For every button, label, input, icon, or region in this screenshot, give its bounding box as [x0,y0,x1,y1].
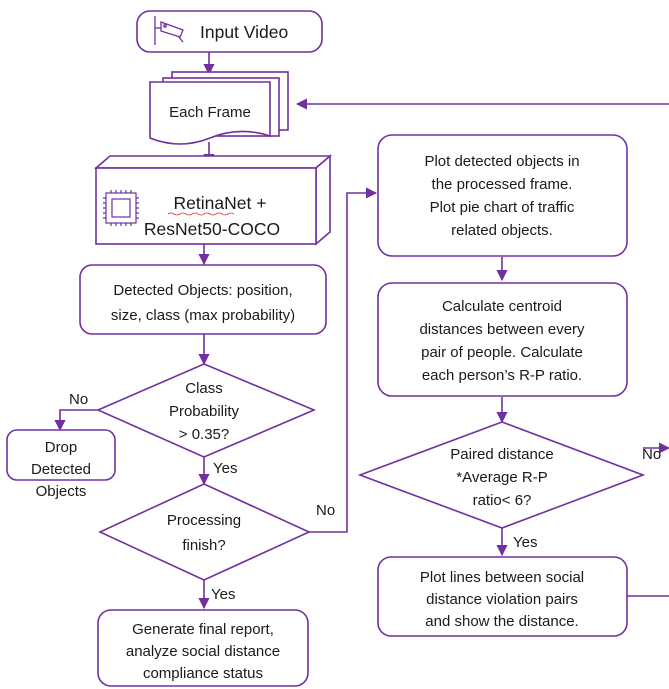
report-line2: analyze social distance [126,643,280,660]
plot-lines-line1: Plot lines between social [420,569,584,586]
node-detected-objects: Detected Objects: position, size, class … [79,264,327,335]
report-line3: compliance status [143,665,263,682]
paired-line3: ratio< 6? [473,492,532,509]
detected-label-line1: Detected Objects: position, [113,282,292,299]
plot-detected-line3: Plot pie chart of traffic [430,199,575,216]
node-centroid: Calculate centroid distances between eve… [377,282,628,397]
spellcheck-underline [167,212,235,216]
model-label-line1: RetinaNet + [174,193,267,213]
drop-line3: Objects [36,483,87,500]
node-plot-detected: Plot detected objects in the processed f… [377,134,628,257]
edge-label-paired-yes: Yes [513,534,537,551]
centroid-line3: pair of people. Calculate [421,344,583,361]
processing-line2: finish? [182,537,225,554]
node-paired-distance: Paired distance *Average R-P ratio< 6? [357,421,646,529]
cpu-chip-icon [103,190,139,226]
node-final-report: Generate final report, analyze social di… [97,609,309,687]
node-plot-lines: Plot lines between social distance viola… [377,556,628,637]
edge-label-paired-no: No [642,446,661,463]
centroid-line2: distances between every [419,321,585,338]
edge-label-class-yes: Yes [213,460,237,477]
plot-detected-line4: related objects. [451,222,553,239]
class-prob-line3: > 0.35? [179,426,229,443]
class-prob-line2: Probability [169,403,240,420]
security-camera-icon [154,16,184,45]
node-class-probability: Class Probability > 0.35? [96,363,317,458]
edge-label-processing-no: No [316,502,335,519]
drop-line1: Drop [45,439,78,456]
report-line1: Generate final report, [132,621,274,638]
edge-processing-no-to-plot [309,187,378,533]
node-each-frame: Each Frame [149,71,289,145]
paired-line1: Paired distance [450,446,553,463]
plot-detected-line2: the processed frame. [432,176,573,193]
processing-line1: Processing [167,512,241,529]
centroid-line4: each person’s R-P ratio. [422,367,582,384]
class-prob-line1: Class [185,380,223,397]
plot-detected-line1: Plot detected objects in [424,153,579,170]
plot-lines-line3: and show the distance. [425,613,578,630]
node-processing-finish: Processing finish? [98,483,311,581]
edge-class-no-to-drop [54,409,98,432]
drop-line2: Detected [31,461,91,478]
edge-label-processing-yes: Yes [211,586,235,603]
node-drop-objects: Drop Detected Objects [6,429,116,500]
centroid-line1: Calculate centroid [442,298,562,315]
each-frame-label: Each Frame [169,104,251,121]
plot-lines-line2: distance violation pairs [426,591,578,608]
input-video-label: Input Video [200,22,288,42]
model-label-line2: ResNet50-COCO [144,219,280,239]
detected-label-line2: size, class (max probability) [111,307,295,324]
edge-label-class-no: No [69,391,88,408]
paired-line2: *Average R-P [456,469,547,486]
node-model: RetinaNet + ResNet50-COCO [93,154,333,246]
node-input-video: Input Video [136,10,323,53]
